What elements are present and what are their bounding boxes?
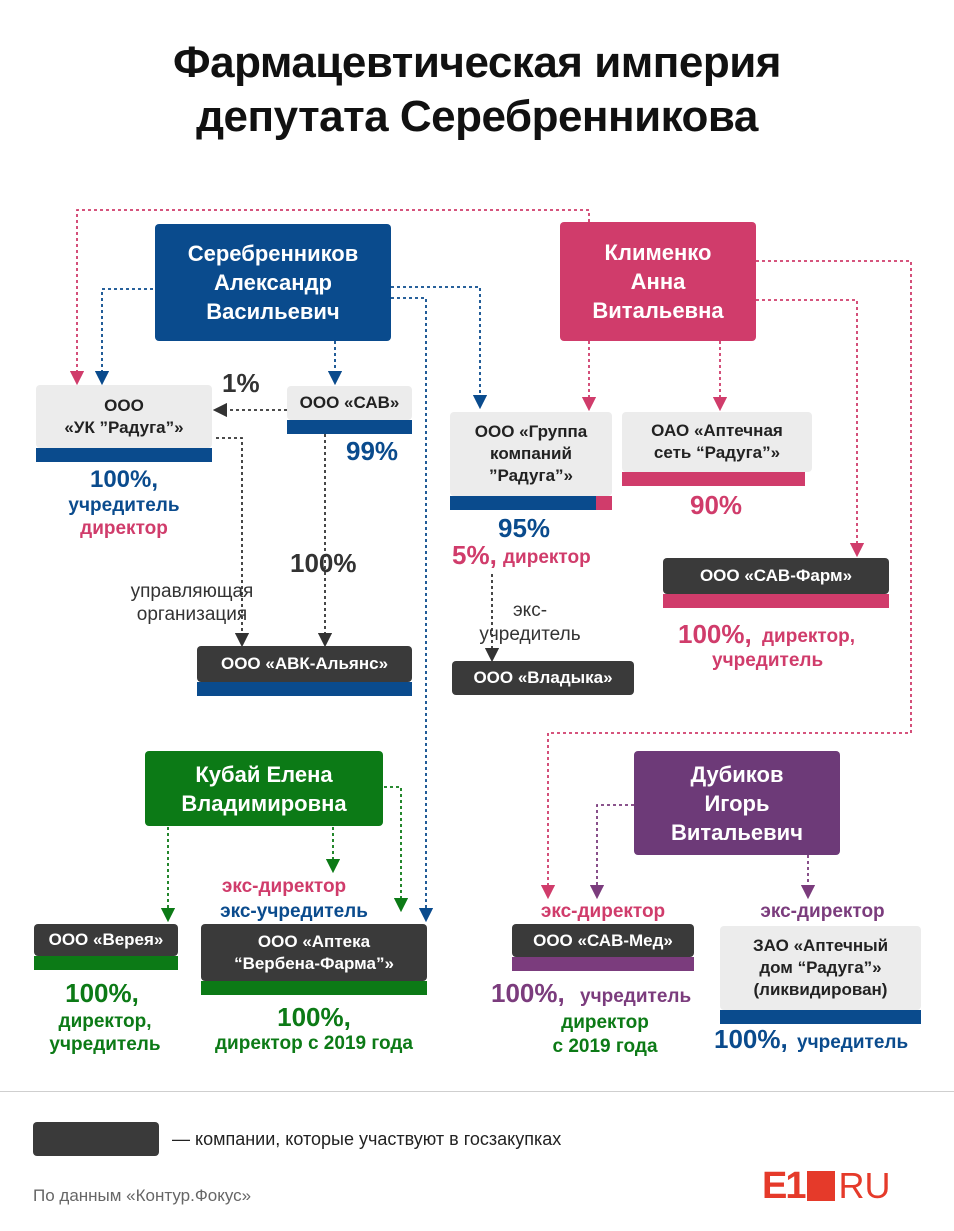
- company-uk-raduga: ООО «УК ”Радуга”»: [36, 385, 212, 448]
- label-savfarm-100: 100%,: [678, 619, 752, 649]
- company-apteka-set: ОАО «Аптечная сеть “Радуга”»: [622, 412, 812, 472]
- bar-avk-alyans: [197, 682, 412, 696]
- label-gk-95: 95%: [498, 513, 551, 543]
- page-title: Фармацевтическая империя депутата Серебр…: [173, 38, 781, 141]
- label-verbena-100: 100%,: [277, 1002, 351, 1032]
- company-sav-med: ООО «САВ-Мед»: [512, 924, 694, 957]
- bar-verbena: [201, 981, 427, 995]
- label-uk-100: 100%,: [89, 466, 159, 493]
- company-sav: ООО «САВ»: [287, 386, 412, 420]
- person-dubikov: Дубиков Игорь Витальевич: [634, 751, 840, 855]
- line-ser-verbena: [391, 297, 434, 923]
- bar-sav-med: [512, 957, 694, 971]
- label-gk-5: 5%,: [452, 540, 497, 570]
- company-sav-farm: ООО «САВ-Фарм»: [663, 558, 889, 594]
- label-ex-founder-vladyka: экс- учредитель: [479, 600, 581, 645]
- label-sav-avk-100: 100%: [290, 548, 357, 578]
- bar-apteka-set: [622, 472, 805, 486]
- label-verbena-ex-founder: экс-учредитель: [220, 901, 368, 922]
- line-ser-uk: [94, 288, 153, 386]
- ru-logo-text: RU: [838, 1165, 891, 1206]
- line-dub-savmed: [589, 804, 634, 900]
- label-gk-director: директор: [503, 547, 591, 568]
- company-vereya: ООО «Верея»: [34, 924, 178, 956]
- label-savfarm-role1: директор,: [762, 626, 855, 647]
- label-managing-org: управляющая организация: [130, 581, 254, 625]
- label-pct-1: 1%: [222, 368, 260, 398]
- label-dom-100: 100%,: [714, 1024, 788, 1054]
- person-kubai: Кубай Елена Владимировна: [145, 751, 383, 826]
- label-vereya-roles: директор, учредитель: [49, 1011, 161, 1055]
- label-uk-founder: учредитель: [68, 495, 180, 516]
- legend-text: — компании, которые участвуют в госзакуп…: [172, 1129, 562, 1149]
- label-dom-ex-dir: экс-директор: [760, 901, 885, 922]
- line-kubai-verbena2: [384, 786, 409, 913]
- company-vladyka: ООО «Владыка»: [452, 661, 634, 695]
- bar-gk-raduga-pink: [596, 496, 612, 510]
- label-savmed-ex-dir: экс-директор: [540, 901, 666, 922]
- e1-logo-text: E1: [762, 1164, 807, 1207]
- bar-gk-raduga-blue: [450, 496, 596, 510]
- bar-vereya: [34, 956, 178, 970]
- bar-apteka-dom: [720, 1010, 921, 1024]
- logo-square-icon: [807, 1171, 836, 1201]
- label-apteka-90: 90%: [690, 490, 743, 520]
- label-verbena-ex-dir: экс-директор: [221, 876, 347, 897]
- label-savfarm-role2: учредитель: [712, 650, 824, 671]
- label-verbena-dir: директор с 2019 года: [214, 1033, 413, 1054]
- label-uk-director: директор: [80, 518, 168, 539]
- line-klimenko-uk: [69, 209, 590, 386]
- label-vereya-100: 100%,: [65, 978, 139, 1008]
- company-avk-alyans: ООО «АВК-Альянс»: [197, 646, 412, 682]
- bar-sav-farm: [663, 594, 889, 608]
- footer-divider: [0, 1091, 954, 1092]
- person-klimenko: Клименко Анна Витальевна: [560, 222, 756, 341]
- company-apteka-dom: ЗАО «Аптечный дом “Радуга”» (ликвидирова…: [720, 926, 921, 1010]
- label-savmed-founder: учредитель: [580, 986, 692, 1007]
- bar-sav: [287, 420, 412, 434]
- source-note: По данным «Контур.Фокус»: [33, 1186, 252, 1205]
- line-uk-avk: [216, 437, 250, 648]
- legend-swatch: [33, 1122, 159, 1156]
- label-savmed-dir: директор с 2019 года: [552, 1012, 658, 1057]
- label-savmed-100: 100%,: [491, 978, 565, 1008]
- company-gk-raduga: ООО «Группа компаний ”Радуга”»: [450, 412, 612, 496]
- label-sav-99: 99%: [346, 436, 399, 466]
- label-dom-founder: учредитель: [797, 1032, 909, 1053]
- line-ser-gk: [391, 286, 488, 410]
- person-serebrennikov: Серебренников Александр Васильевич: [155, 224, 391, 341]
- company-verbena: ООО «Аптека “Вербена-Фарма”»: [201, 924, 427, 981]
- line-kl-savmed: [540, 260, 912, 900]
- e1-logo: E1 RU: [762, 1164, 891, 1207]
- bar-uk-raduga: [36, 448, 212, 462]
